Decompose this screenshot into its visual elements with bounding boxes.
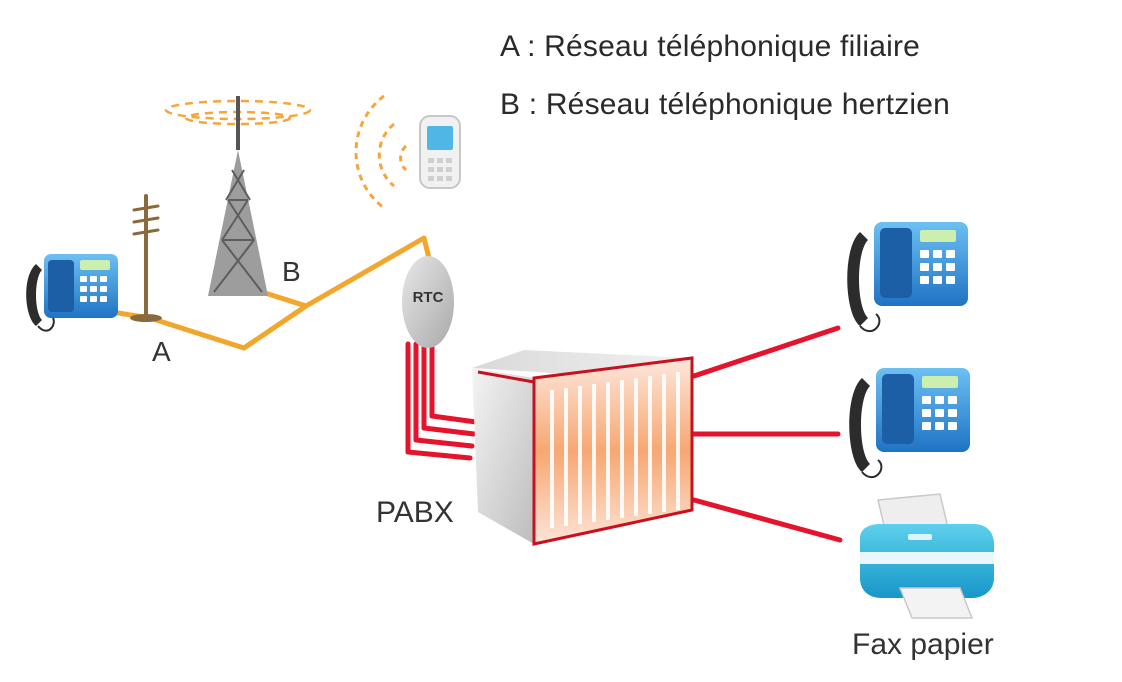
legend-wired-network: A : Réseau téléphonique filiaire bbox=[500, 30, 921, 63]
telephone-pole-icon bbox=[130, 194, 162, 322]
label-b: B bbox=[282, 256, 301, 287]
label-pabx: PABX bbox=[376, 496, 454, 529]
label-rtc: RTC bbox=[412, 289, 444, 306]
desk-phone-icon bbox=[847, 222, 968, 333]
mobile-phone-icon bbox=[419, 115, 461, 189]
radio-tower-icon bbox=[164, 96, 312, 296]
rtc-cloud-icon bbox=[402, 256, 454, 348]
signal-waves-icon bbox=[354, 94, 408, 210]
desk-phone-icon bbox=[26, 254, 118, 332]
wired-network-lines bbox=[109, 235, 433, 351]
pabx-cabinet-icon bbox=[472, 350, 694, 546]
label-fax-papier: Fax papier bbox=[852, 628, 994, 661]
label-a: A bbox=[152, 336, 171, 367]
fax-printer-icon bbox=[860, 493, 994, 619]
legend-wireless-network: B : Réseau téléphonique hertzien bbox=[500, 88, 951, 121]
internal-lines bbox=[405, 325, 843, 543]
desk-phone-icon bbox=[849, 368, 970, 479]
